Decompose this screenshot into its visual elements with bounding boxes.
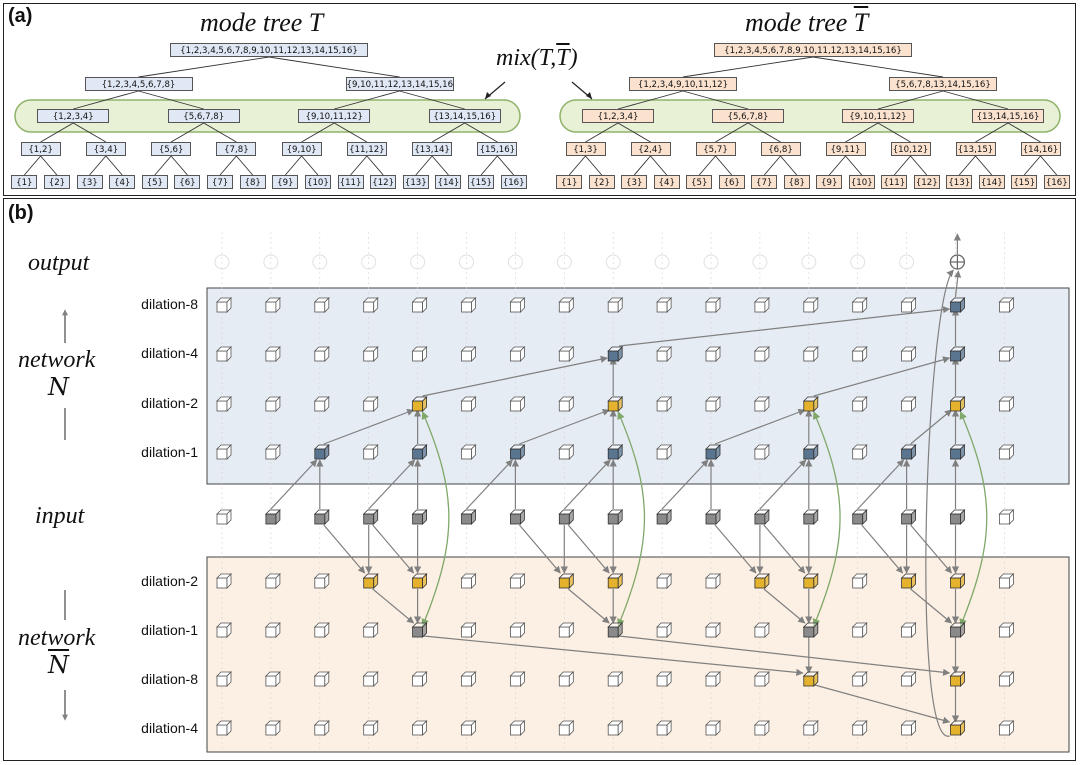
left-tree-node: {11,12} <box>346 142 387 156</box>
left-tree-node: {9,10,11,12,13,14,15,16} <box>345 77 454 91</box>
left-tree-node: {14} <box>435 175 462 189</box>
left-tree-node: {6} <box>174 175 201 189</box>
row-label-bottom-dilation-4: dilation-4 <box>141 720 198 736</box>
left-tree-node: {9} <box>272 175 299 189</box>
right-tree-node: {9,10,11,12} <box>842 109 914 123</box>
right-tree-node: {10,12} <box>890 142 931 156</box>
right-tree-node: {1,2,3,4,9,10,11,12} <box>629 77 737 91</box>
left-tree-node: {1,2,3,4} <box>37 109 110 123</box>
right-tree-node: {1,3} <box>565 142 606 156</box>
row-label-top-dilation-1: dilation-1 <box>141 444 198 460</box>
right-tree-node: {1,2,3,4,5,6,7,8,9,10,11,12,13,14,15,16} <box>714 43 912 57</box>
right-tree-node: {14,16} <box>1020 142 1061 156</box>
right-tree-node: {2} <box>588 175 615 189</box>
left-tree-node: {13} <box>402 175 429 189</box>
right-tree-node: {13} <box>946 175 973 189</box>
right-tree-node: {7} <box>751 175 778 189</box>
right-tree-node: {3} <box>621 175 648 189</box>
network-top-label: network <box>18 347 96 373</box>
left-tree-node: {15,16} <box>477 142 518 156</box>
left-tree-node: {1,2} <box>20 142 61 156</box>
right-tree-node: {5,6,7,8,13,14,15,16} <box>889 77 997 91</box>
right-tree-node: {9} <box>816 175 843 189</box>
left-tree-node: {9,10,11,12} <box>298 109 371 123</box>
right-tree-node: {13,14,15,16} <box>972 109 1044 123</box>
left-tree-node: {7} <box>207 175 234 189</box>
left-tree-node: {5,6,7,8} <box>167 109 240 123</box>
left-tree-node: {12} <box>370 175 397 189</box>
right-tree-node: {2,4} <box>630 142 671 156</box>
left-tree-node: {11} <box>337 175 364 189</box>
mix-label: mix(T,T) <box>496 45 578 71</box>
left-tree-node: {1} <box>11 175 38 189</box>
row-label-bottom-dilation-8: dilation-8 <box>141 671 198 687</box>
left-tree-node: {1,2,3,4,5,6,7,8,9,10,11,12,13,14,15,16} <box>170 43 368 57</box>
right-tree-node: {10} <box>848 175 875 189</box>
left-tree-node: {10} <box>304 175 331 189</box>
panel-a-label: (a) <box>8 5 33 27</box>
right-tree-node: {15} <box>1011 175 1038 189</box>
left-tree-node: {8} <box>239 175 266 189</box>
right-tree-node: {13,15} <box>955 142 996 156</box>
right-tree-node: {5,7} <box>695 142 736 156</box>
row-label-bottom-dilation-1: dilation-1 <box>141 622 198 638</box>
output-label: output <box>28 250 90 276</box>
right-tree-node: {6,8} <box>760 142 801 156</box>
row-label-top-dilation-4: dilation-4 <box>141 345 198 361</box>
panel-b <box>3 198 1076 761</box>
left-tree-node: {2} <box>43 175 70 189</box>
input-label: input <box>35 503 85 529</box>
left-tree-node: {4} <box>109 175 136 189</box>
right-tree-node: {6} <box>718 175 745 189</box>
mode-tree-left-title: mode tree T <box>200 8 324 37</box>
right-tree-node: {5,6,7,8} <box>712 109 784 123</box>
left-tree-node: {1,2,3,4,5,6,7,8} <box>84 77 193 91</box>
right-tree-node: {12} <box>913 175 940 189</box>
right-tree-node: {11} <box>881 175 908 189</box>
row-label-top-dilation-2: dilation-2 <box>141 395 198 411</box>
network-bottom-symbol: N <box>48 651 69 679</box>
right-tree-node: {5} <box>686 175 713 189</box>
left-tree-node: {16} <box>500 175 527 189</box>
row-label-bottom-dilation-2: dilation-2 <box>141 573 198 589</box>
right-tree-node: {1,2,3,4} <box>582 109 654 123</box>
network-bottom-label: network <box>18 625 96 651</box>
right-tree-node: {4} <box>653 175 680 189</box>
left-tree-node: {5} <box>141 175 168 189</box>
right-tree-node: {16} <box>1043 175 1070 189</box>
left-tree-node: {15} <box>468 175 495 189</box>
left-tree-node: {7,8} <box>216 142 257 156</box>
left-tree-node: {5,6} <box>151 142 192 156</box>
right-tree-node: {9,11} <box>825 142 866 156</box>
left-tree-node: {9,10} <box>281 142 322 156</box>
right-tree-node: {14} <box>978 175 1005 189</box>
right-tree-node: {1} <box>556 175 583 189</box>
row-label-top-dilation-8: dilation-8 <box>141 296 198 312</box>
left-tree-node: {3} <box>76 175 103 189</box>
left-tree-node: {3,4} <box>85 142 126 156</box>
mode-tree-right-title: mode tree T <box>745 8 869 37</box>
panel-a <box>3 3 1076 196</box>
right-tree-node: {8} <box>783 175 810 189</box>
network-top-symbol: N <box>48 373 69 401</box>
left-tree-node: {13,14,15,16} <box>428 109 501 123</box>
left-tree-node: {13,14} <box>412 142 453 156</box>
panel-b-label: (b) <box>8 202 34 224</box>
